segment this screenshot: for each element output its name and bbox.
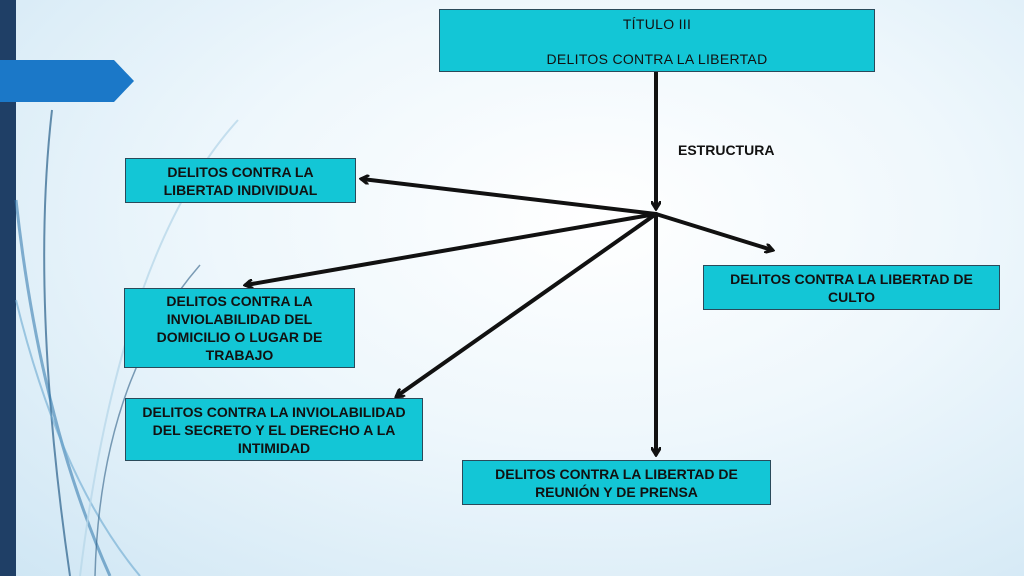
box-secreto-text: DELITOS CONTRA LA INVIOLABILIDAD DEL SEC… [142,403,406,456]
box-domicilio: DELITOS CONTRA LA INVIOLABILIDAD DEL DOM… [124,288,355,368]
box-domicilio-text: DELITOS CONTRA LA INVIOLABILIDAD DEL DOM… [156,293,323,363]
estructura-label: ESTRUCTURA [678,142,775,158]
title-box: TÍTULO III DELITOS CONTRA LA LIBERTAD [439,9,875,72]
arrow-to-secreto [397,212,658,396]
arrow-to-culto [654,212,772,250]
title-line-1: TÍTULO III [622,16,692,32]
accent-tab [0,60,134,102]
title-line-2: DELITOS CONTRA LA LIBERTAD [546,51,768,67]
box-libertad-individual: DELITOS CONTRA LA LIBERTAD INDIVIDUAL [125,158,356,203]
box-secreto: DELITOS CONTRA LA INVIOLABILIDAD DEL SEC… [125,398,423,461]
box-reunion: DELITOS CONTRA LA LIBERTAD DE REUNIÓN Y … [462,460,771,505]
box-libertad-individual-text: DELITOS CONTRA LA LIBERTAD INDIVIDUAL [163,163,318,198]
box-culto-text: DELITOS CONTRA LA LIBERTAD DE CULTO [730,270,973,305]
box-culto: DELITOS CONTRA LA LIBERTAD DE CULTO [703,265,1000,310]
arrow-to-libertad-individual [362,179,658,216]
arrow-to-domicilio [246,212,658,285]
box-reunion-text: DELITOS CONTRA LA LIBERTAD DE REUNIÓN Y … [495,465,738,500]
left-decorative-band [0,0,16,576]
